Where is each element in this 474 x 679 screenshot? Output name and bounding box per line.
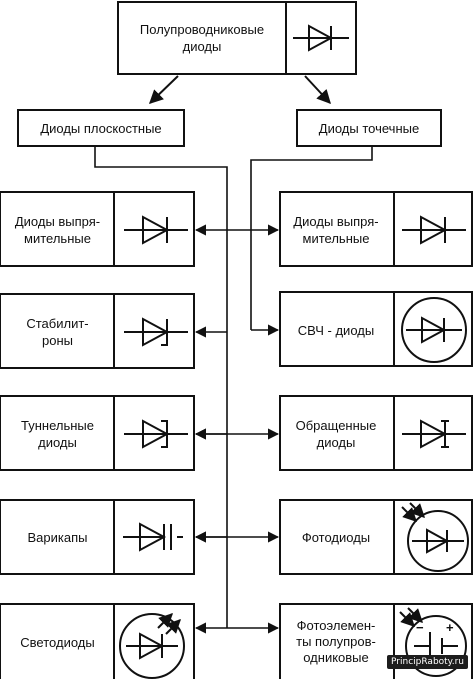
left-item-box-0 xyxy=(0,191,195,267)
arrow-to-left-branch xyxy=(148,75,179,104)
top-label: Полупроводниковые диоды xyxy=(139,22,265,54)
left-item-label-4: Светодиоды xyxy=(20,634,95,650)
zener-diode-icon xyxy=(124,317,188,347)
rectifier-diode-icon xyxy=(124,215,188,245)
photocell-minus-sign: − xyxy=(416,620,424,635)
right-item-box-0 xyxy=(279,191,473,267)
backward-diode-icon xyxy=(402,419,466,449)
branch-box-left xyxy=(17,109,185,147)
connector-lines xyxy=(94,146,373,628)
left-item-label-1: Стабилит- роны xyxy=(26,316,89,348)
tunnel-diode-icon xyxy=(124,419,188,449)
top-box xyxy=(117,1,357,75)
right-item-label-0: Диоды выпря- мительные xyxy=(293,214,379,246)
branch-label-left: Диоды плоскостные xyxy=(40,120,162,136)
right-item-label-2: Обращенные диоды xyxy=(295,418,377,450)
left-item-label-2: Туннельные диоды xyxy=(21,418,94,450)
left-item-label-3: Варикапы xyxy=(27,529,88,545)
photodiode-icon xyxy=(401,502,469,572)
left-item-label-0: Диоды выпря- мительные xyxy=(14,214,101,246)
left-item-box-2 xyxy=(0,395,195,471)
varicap-icon xyxy=(123,522,183,552)
watermark: PrincipRaboty.ru xyxy=(387,655,468,669)
led-icon xyxy=(119,613,185,679)
photocell-icon xyxy=(399,607,467,677)
right-item-label-1: СВЧ - диоды xyxy=(297,322,375,338)
right-item-box-3 xyxy=(279,499,473,575)
right-item-box-2 xyxy=(279,395,473,471)
arrow-to-right-branch xyxy=(304,75,331,105)
left-item-box-4 xyxy=(0,603,195,679)
right-item-box-4 xyxy=(279,603,473,679)
right-item-box-1 xyxy=(279,291,473,367)
rectifier-diode-icon-right xyxy=(402,215,466,245)
branch-label-right: Диоды точечные xyxy=(318,120,420,136)
photocell-plus-sign: + xyxy=(446,620,454,635)
right-item-label-4: Фотоэлемен- ты полупров- одниковые xyxy=(296,618,376,665)
microwave-diode-icon xyxy=(401,297,467,363)
branch-box-right xyxy=(296,109,442,147)
right-item-label-3: Фотодиоды xyxy=(301,529,371,545)
left-item-box-1 xyxy=(0,293,195,369)
top-diode-icon xyxy=(293,24,349,52)
connector-arrows xyxy=(194,224,280,634)
left-item-box-3 xyxy=(0,499,195,575)
